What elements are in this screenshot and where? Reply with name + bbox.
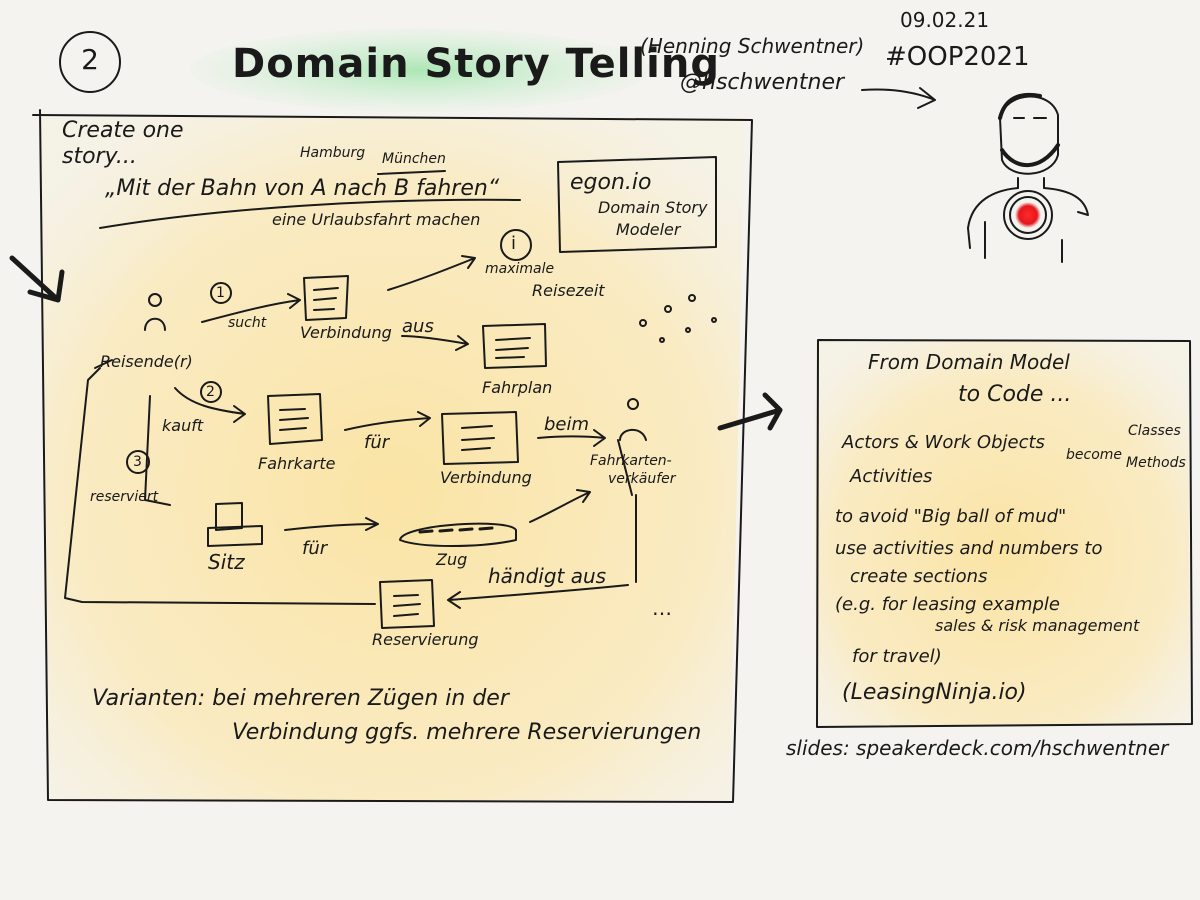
page-title: Domain Story Telling xyxy=(232,41,720,87)
talk-date: 09.02.21 xyxy=(900,8,990,32)
label-sucht: sucht xyxy=(228,315,267,331)
label-fuer-2: für xyxy=(302,538,328,559)
arrow-end-left xyxy=(94,359,113,369)
city-to: München xyxy=(382,151,446,167)
info-line-2: Reisezeit xyxy=(532,281,605,300)
egon-tool-name: egon.io xyxy=(570,170,652,195)
bracket-line xyxy=(144,395,171,506)
arrow-beim xyxy=(537,429,606,447)
arrow-maximale xyxy=(387,255,476,291)
info-icon-circle xyxy=(500,229,532,261)
arrow-haendigt xyxy=(447,584,629,609)
doc-verbindung2-icon xyxy=(441,411,519,465)
node-fahrplan: Fahrplan xyxy=(482,378,553,397)
seller-line-down xyxy=(617,439,633,496)
quote-underline xyxy=(99,198,521,229)
node-verbindung-1: Verbindung xyxy=(300,323,392,342)
label-fuer-1: für xyxy=(364,432,390,453)
node-zug: Zug xyxy=(436,550,468,569)
speaker-name: (Henning Schwentner) xyxy=(640,34,865,58)
label-haendigt-aus: händigt aus xyxy=(488,564,607,588)
info-symbol: i xyxy=(511,233,517,254)
code-box-title-1: From Domain Model xyxy=(868,350,1070,374)
step-number-2: 2 xyxy=(206,384,215,400)
seat-icon xyxy=(207,502,263,547)
label-reserviert: reserviert xyxy=(90,489,159,505)
speaker-sketch xyxy=(967,92,1089,263)
node-actor: Reisende(r) xyxy=(100,352,193,371)
section-number-circle xyxy=(59,31,121,93)
left-arrow xyxy=(9,255,65,303)
right-arrow xyxy=(717,392,783,431)
node-fahrkarte: Fahrkarte xyxy=(258,454,336,473)
egon-tool-line2: Domain Story xyxy=(598,198,708,217)
example-line-1: (e.g. for leasing example xyxy=(835,594,1060,615)
leasing-ninja: (LeasingNinja.io) xyxy=(842,680,1027,705)
example-line-3: for travel) xyxy=(852,646,942,667)
activities-label: Activities xyxy=(850,466,933,487)
doc-fahrplan-icon xyxy=(482,323,547,369)
doc-verbindung1-icon xyxy=(303,275,349,321)
methods-label: Methods xyxy=(1126,455,1186,471)
intro-line-2: story... xyxy=(62,144,137,169)
arrow-fuer1 xyxy=(344,411,431,431)
story-frame-fill xyxy=(40,118,745,800)
slides-link: slides: speakerdeck.com/hschwentner xyxy=(786,736,1169,760)
become-label: become xyxy=(1066,447,1123,463)
conference-hashtag: #OOP2021 xyxy=(885,42,1030,72)
arrow-sucht xyxy=(201,293,301,323)
seller-icon xyxy=(619,398,647,441)
node-verbindung-2: Verbindung xyxy=(440,468,532,487)
title-highlight xyxy=(190,28,650,112)
node-seller-line-1: Fahrkarten- xyxy=(590,453,672,469)
variants-line-1: Varianten: bei mehreren Zügen in der xyxy=(92,686,509,711)
label-aus: aus xyxy=(402,316,434,337)
label-kauft: kauft xyxy=(162,416,204,435)
arrow-seller-to-train xyxy=(529,489,591,523)
numbers-line-1: use activities and numbers to xyxy=(835,538,1103,559)
story-subline: eine Urlaubsfahrt machen xyxy=(272,210,481,229)
story-frame xyxy=(32,109,753,803)
big-ball-line: to avoid "Big ball of mud" xyxy=(835,506,1067,527)
city-from: Hamburg xyxy=(300,145,366,161)
arrow-fuer2 xyxy=(284,517,379,531)
variants-line-2: Verbindung ggfs. mehrere Reservierungen xyxy=(232,720,702,745)
node-seller-line-2: verkäufer xyxy=(608,471,676,487)
classes-label: Classes xyxy=(1128,423,1181,439)
egon-tool-line3: Modeler xyxy=(616,220,681,239)
step-number-3: 3 xyxy=(133,454,142,470)
ellipsis-dots xyxy=(639,294,717,343)
code-box-frame xyxy=(816,339,1193,728)
heart-red-dot xyxy=(1015,202,1041,228)
loop-line-left xyxy=(64,367,376,605)
arrow-aus xyxy=(401,335,469,351)
node-reservierung: Reservierung xyxy=(372,630,479,649)
egon-box xyxy=(557,156,717,253)
doc-reservierung-icon xyxy=(379,579,435,629)
example-line-2: sales & risk management xyxy=(935,616,1140,635)
section-number: 2 xyxy=(81,43,99,76)
label-beim: beim xyxy=(544,414,590,435)
doc-fahrkarte-icon xyxy=(267,393,323,445)
step-number-1: 1 xyxy=(216,285,225,301)
numbers-line-2: create sections xyxy=(850,566,988,587)
story-quote: „Mit der Bahn von A nach B fahren“ xyxy=(105,176,500,201)
actor-icon xyxy=(144,293,166,331)
intro-line-1: Create one xyxy=(62,118,184,143)
code-box-fill xyxy=(815,340,1190,728)
code-box-title-2: to Code ... xyxy=(958,382,1072,407)
ellipsis-bottom: … xyxy=(652,596,672,620)
speaker-handle: @hschwentner xyxy=(680,70,845,95)
train-icon xyxy=(399,522,517,547)
arrow-kauft xyxy=(174,387,246,423)
info-line-1: maximale xyxy=(485,261,555,277)
actors-objects: Actors & Work Objects xyxy=(842,432,1045,453)
handle-arrow xyxy=(861,87,936,109)
node-sitz: Sitz xyxy=(208,550,245,574)
